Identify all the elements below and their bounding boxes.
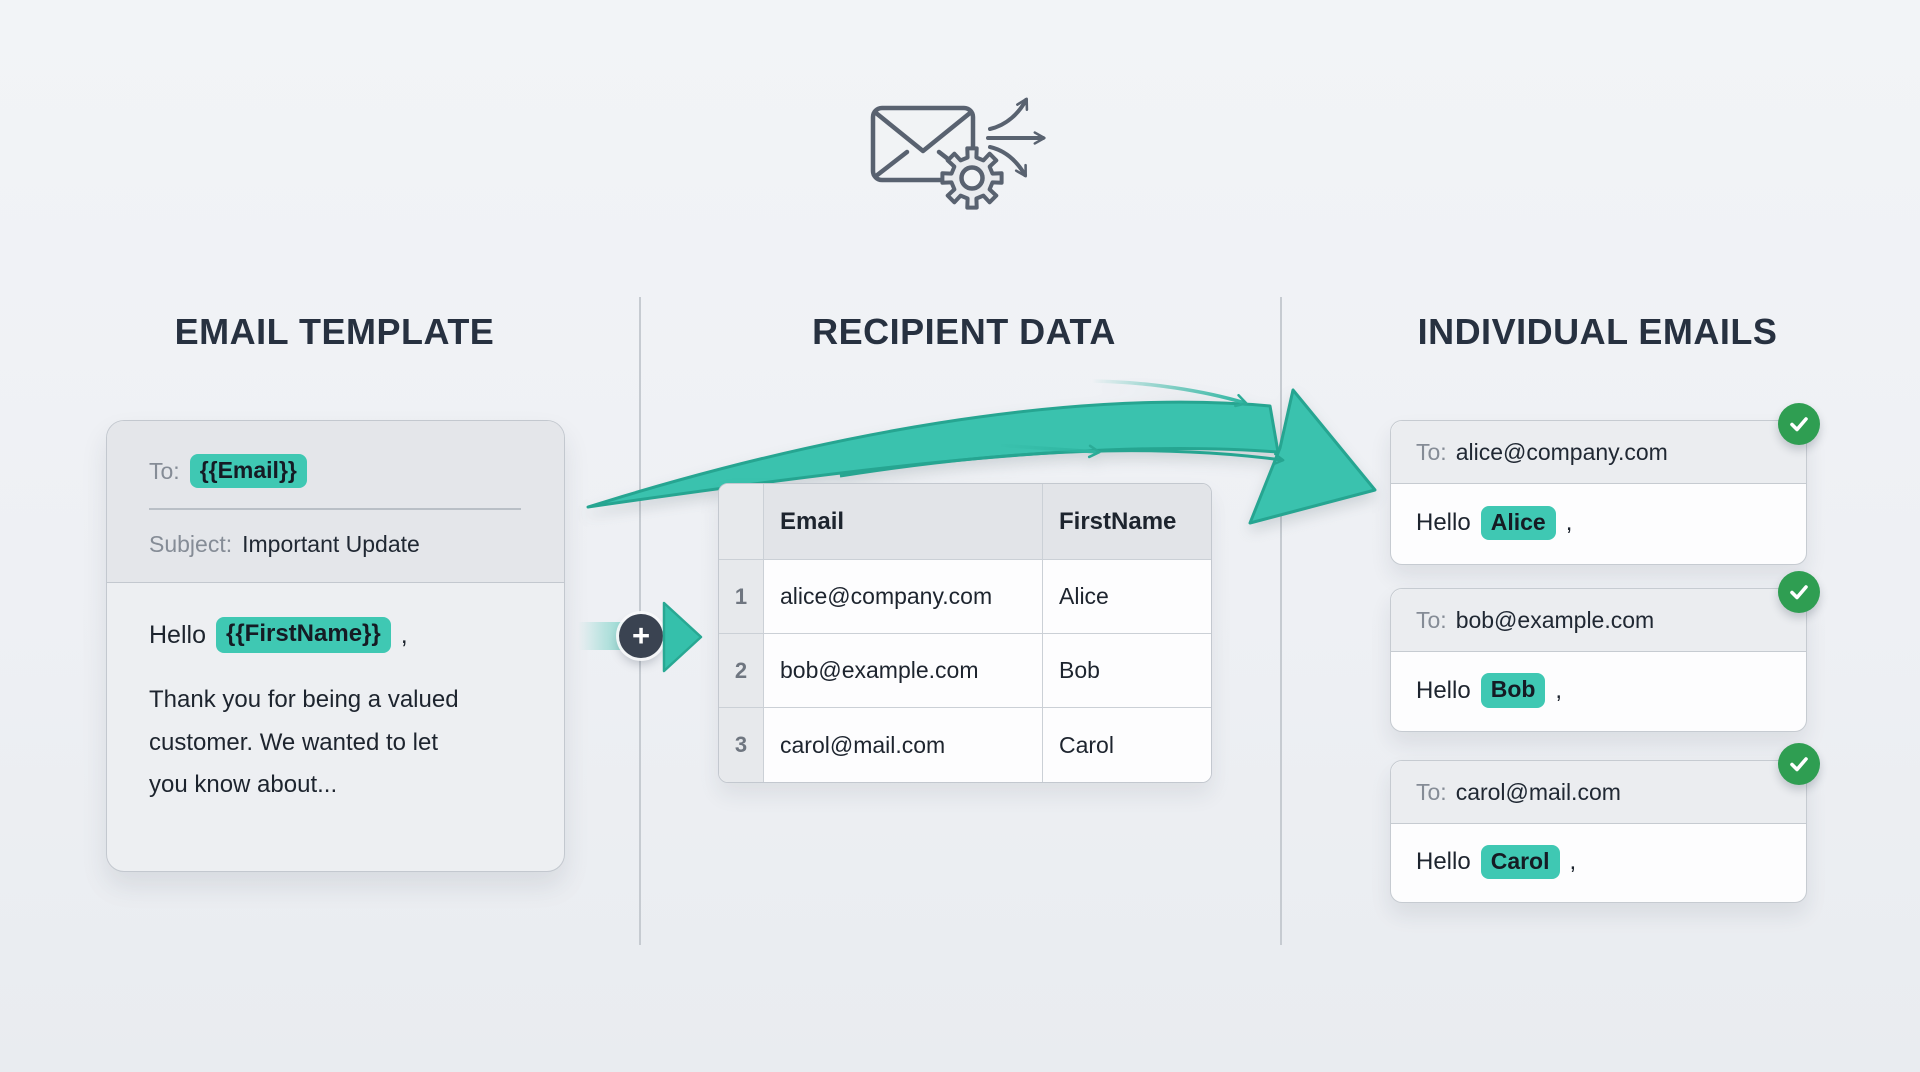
template-body-text: Thank you for being a valued customer. W… bbox=[149, 686, 459, 799]
speed-arrow-upper-icon bbox=[1091, 379, 1248, 408]
recipient-data-table: Email FirstName 1 alice@company.com Alic… bbox=[718, 483, 1212, 783]
table-header-row: Email FirstName bbox=[719, 484, 1211, 560]
to-address: alice@company.com bbox=[1455, 438, 1668, 465]
email-template-card: To: {{Email}} Subject: Important Update … bbox=[106, 420, 565, 872]
column-header-email: Email bbox=[764, 484, 1043, 560]
plus-icon: + bbox=[619, 614, 663, 658]
template-to-row: To: {{Email}} bbox=[149, 451, 521, 491]
cell-firstname: Carol bbox=[1043, 708, 1211, 782]
column-header-firstname: FirstName bbox=[1043, 484, 1211, 560]
email-card-header: To: bob@example.com bbox=[1391, 589, 1806, 652]
email-variable-chip: {{Email}} bbox=[189, 453, 307, 489]
to-address: carol@mail.com bbox=[1455, 778, 1621, 805]
firstname-variable-chip: {{FirstName}} bbox=[215, 617, 391, 653]
row-number: 1 bbox=[719, 560, 764, 634]
template-card-header: To: {{Email}} Subject: Important Update bbox=[107, 421, 564, 583]
greeting-prefix: Hello bbox=[149, 620, 206, 649]
cell-email: alice@company.com bbox=[764, 560, 1043, 634]
template-greeting: Hello {{FirstName}} , bbox=[149, 617, 524, 653]
recipient-name-chip: Bob bbox=[1480, 673, 1546, 708]
individual-email-card: To: bob@example.com Hello Bob , bbox=[1390, 571, 1820, 732]
table-body: 1 alice@company.com Alice 2 bob@example.… bbox=[719, 560, 1211, 782]
row-number-header bbox=[719, 484, 764, 560]
template-header-divider bbox=[149, 508, 521, 510]
section-title-individual-emails: INDIVIDUAL EMAILS bbox=[1417, 311, 1778, 352]
greeting-suffix: , bbox=[1569, 848, 1577, 875]
cell-email: carol@mail.com bbox=[764, 708, 1043, 782]
row-number: 2 bbox=[719, 634, 764, 708]
greeting-suffix: , bbox=[1565, 509, 1573, 536]
envelope-icon bbox=[870, 105, 976, 183]
subject-value: Important Update bbox=[242, 530, 420, 557]
envelope-gear-fanout-icon bbox=[870, 97, 1046, 210]
greeting-prefix: Hello bbox=[1416, 848, 1471, 875]
section-title-recipient-data: RECIPIENT DATA bbox=[812, 311, 1116, 352]
template-card-body: Hello {{FirstName}} , Thank you for bein… bbox=[107, 583, 564, 807]
greeting-suffix: , bbox=[1555, 676, 1563, 704]
table-row: 1 alice@company.com Alice bbox=[719, 560, 1211, 634]
greeting-prefix: Hello bbox=[1416, 676, 1471, 704]
row-number: 3 bbox=[719, 708, 764, 782]
email-card-body: Hello Bob , bbox=[1391, 652, 1806, 729]
speed-arrow-lower-icon bbox=[995, 443, 1101, 459]
to-label: To: bbox=[1416, 606, 1447, 633]
section-title-email-template: EMAIL TEMPLATE bbox=[174, 311, 495, 352]
to-address: bob@example.com bbox=[1455, 606, 1655, 633]
individual-email-card: To: carol@mail.com Hello Carol , bbox=[1390, 743, 1820, 903]
greeting-prefix: Hello bbox=[1416, 509, 1471, 536]
email-card-body: Hello Carol , bbox=[1391, 824, 1806, 900]
individual-email-card: To: alice@company.com Hello Alice , bbox=[1390, 403, 1820, 565]
email-card-header: To: carol@mail.com bbox=[1391, 761, 1806, 824]
cell-firstname: Bob bbox=[1043, 634, 1211, 708]
recipient-name-chip: Alice bbox=[1480, 505, 1556, 541]
template-subject-row: Subject: Important Update bbox=[149, 524, 521, 564]
check-icon bbox=[1778, 743, 1820, 785]
merge-arrow-head bbox=[1248, 388, 1377, 525]
cell-firstname: Alice bbox=[1043, 560, 1211, 634]
connector-arrowhead-icon bbox=[662, 601, 703, 673]
check-icon bbox=[1778, 571, 1820, 613]
fanout-arrows-icon bbox=[986, 97, 1046, 178]
cell-email: bob@example.com bbox=[764, 634, 1043, 708]
email-card-body: Hello Alice , bbox=[1391, 484, 1806, 562]
to-label: To: bbox=[149, 457, 180, 484]
to-label: To: bbox=[1416, 438, 1447, 465]
recipient-name-chip: Carol bbox=[1480, 844, 1560, 880]
column-divider-right bbox=[1280, 297, 1282, 945]
greeting-suffix: , bbox=[400, 620, 408, 649]
to-label: To: bbox=[1416, 778, 1447, 805]
email-card-header: To: alice@company.com bbox=[1391, 421, 1806, 484]
table-row: 2 bob@example.com Bob bbox=[719, 634, 1211, 708]
gear-icon bbox=[940, 146, 1004, 210]
check-icon bbox=[1778, 403, 1820, 445]
merge-arrow-inner-line bbox=[839, 449, 1285, 478]
subject-label: Subject: bbox=[149, 530, 233, 557]
table-row: 3 carol@mail.com Carol bbox=[719, 708, 1211, 782]
